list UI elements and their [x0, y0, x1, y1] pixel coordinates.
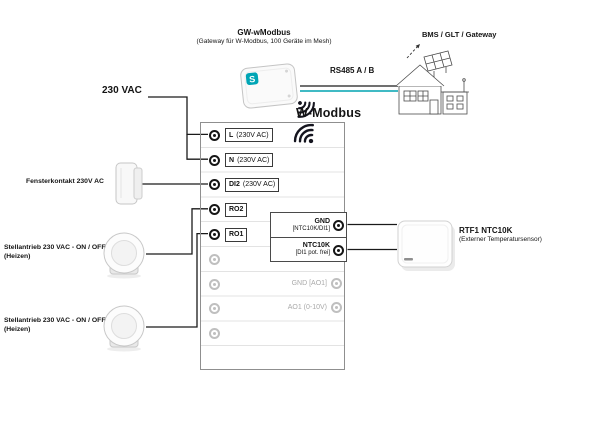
terminal-detail-ntc10k: [DI1 pot. frei]	[295, 250, 330, 257]
terminal-row-gnd-ao1: GND [AO1]	[252, 271, 344, 296]
terminal-circle-spare-3	[209, 303, 220, 315]
terminal-name-gnd: GND	[314, 217, 330, 225]
wire-supply-L	[148, 96, 208, 136]
terminal-name-ro1: RO1	[229, 231, 244, 239]
sensor-title: RTF1 NTC10K	[459, 226, 513, 235]
terminal-row-ntc10k: NTC10K [DI1 pot. frei]	[271, 237, 346, 261]
actuator-2-label-line2: (Heizen)	[4, 326, 31, 334]
terminal-row-spare-3	[201, 297, 344, 322]
actuator-2-label-line1: Stellantrieb 230 VAC - ON / OFF	[4, 317, 106, 324]
terminal-circle-ao1	[331, 302, 342, 314]
sensor-label: RTF1 NTC10K (Externer Temperatursensor)	[459, 226, 542, 243]
terminal-circle-l	[209, 129, 220, 141]
gateway-title: GW-wModbus	[237, 28, 291, 37]
window-contact-illustration	[115, 162, 143, 205]
terminal-detail-gnd: [NTC10K/DI1]	[292, 225, 330, 232]
actuator-1-label-line2: (Heizen)	[4, 253, 31, 261]
terminal-circle-gnd	[333, 219, 344, 231]
terminal-row-di2: DI2(230V AC)	[201, 173, 344, 198]
terminal-row-spare-4	[201, 321, 344, 346]
terminal-circle-spare-2	[209, 278, 220, 290]
bms-label: BMS / GLT / Gateway	[422, 30, 497, 39]
terminal-chip-ro2: RO2	[225, 202, 248, 217]
terminal-detail-l: (230V AC)	[236, 131, 269, 139]
gateway-logo-badge	[245, 72, 259, 86]
terminal-name-gnd-ao1: GND [AO1]	[291, 279, 327, 287]
temp-sensor-illustration	[397, 220, 455, 271]
terminal-name-l: L	[229, 131, 234, 139]
terminal-circle-ro1	[209, 229, 220, 241]
terminal-chip-di2: DI2(230V AC)	[225, 177, 280, 192]
terminal-row-spare-1	[201, 247, 344, 272]
wmodbus-label: W-Modbus	[296, 106, 362, 120]
wire-actuator1-RO2	[146, 208, 208, 255]
terminal-row-spare-2	[201, 272, 344, 297]
terminal-circle-ro2	[209, 204, 220, 216]
gateway-device-illustration: S	[240, 63, 298, 109]
terminal-name-di2: DI2	[229, 181, 240, 189]
actuator-1-illustration	[103, 232, 145, 279]
terminal-row-ro1: RO1	[201, 222, 344, 247]
supply-voltage-label: 230 VAC	[102, 85, 142, 96]
terminal-circle-di2	[209, 179, 220, 191]
sensor-subtitle: (Externer Temperatursensor)	[459, 236, 542, 243]
actuator-1-label-line1: Stellantrieb 230 VAC - ON / OFF	[4, 244, 106, 251]
terminal-name-ao1: AO1 (0-10V)	[287, 304, 327, 312]
bms-building-illustration	[395, 50, 469, 115]
terminal-detail-n: (230V AC)	[237, 156, 270, 164]
terminal-circle-ntc10k	[333, 244, 344, 256]
wire-actuator2-RO1	[146, 232, 208, 328]
terminal-name-ntc10k: NTC10K	[302, 242, 330, 250]
bms-arrow-icon	[406, 44, 420, 59]
actuator-1-label: Stellantrieb 230 VAC - ON / OFF (Heizen)	[4, 243, 105, 261]
gateway-label: GW-wModbus (Gateway für W-Modbus, 100 Ge…	[178, 28, 350, 45]
terminal-row-n: N(230V AC)	[201, 148, 344, 173]
terminal-circle-spare-4	[209, 328, 220, 340]
terminal-name-ro2: RO2	[229, 206, 244, 214]
gateway-logo-letter: S	[249, 74, 256, 85]
gateway-subtitle: (Gateway für W-Modbus, 100 Geräte im Mes…	[196, 38, 332, 45]
terminal-circle-n	[209, 154, 220, 166]
terminal-chip-n: N(230V AC)	[225, 153, 274, 168]
terminal-row-gnd: GND [NTC10K/DI1]	[271, 213, 346, 237]
rs485-label: RS485 A / B	[330, 66, 375, 75]
terminal-circle-gnd-ao1	[331, 277, 342, 289]
terminal-name-n: N	[229, 156, 235, 164]
actuator-2-label: Stellantrieb 230 VAC - ON / OFF (Heizen)	[4, 316, 105, 334]
terminal-detail-di2: (230V AC)	[242, 181, 276, 189]
terminal-circle-spare-1	[209, 253, 220, 265]
sensor-terminal-box: GND [NTC10K/DI1] NTC10K [DI1 pot. frei]	[270, 212, 347, 262]
terminal-chip-ro1: RO1	[225, 227, 248, 242]
actuator-2-illustration	[103, 305, 145, 352]
terminal-row-ro2: RO2	[201, 197, 344, 222]
terminal-row-ao1: AO1 (0-10V)	[252, 296, 344, 321]
window-contact-label: Fensterkontakt 230V AC	[26, 178, 104, 185]
terminal-chip-l: L(230V AC)	[225, 128, 273, 143]
terminal-row-l: L(230V AC)	[201, 123, 344, 148]
